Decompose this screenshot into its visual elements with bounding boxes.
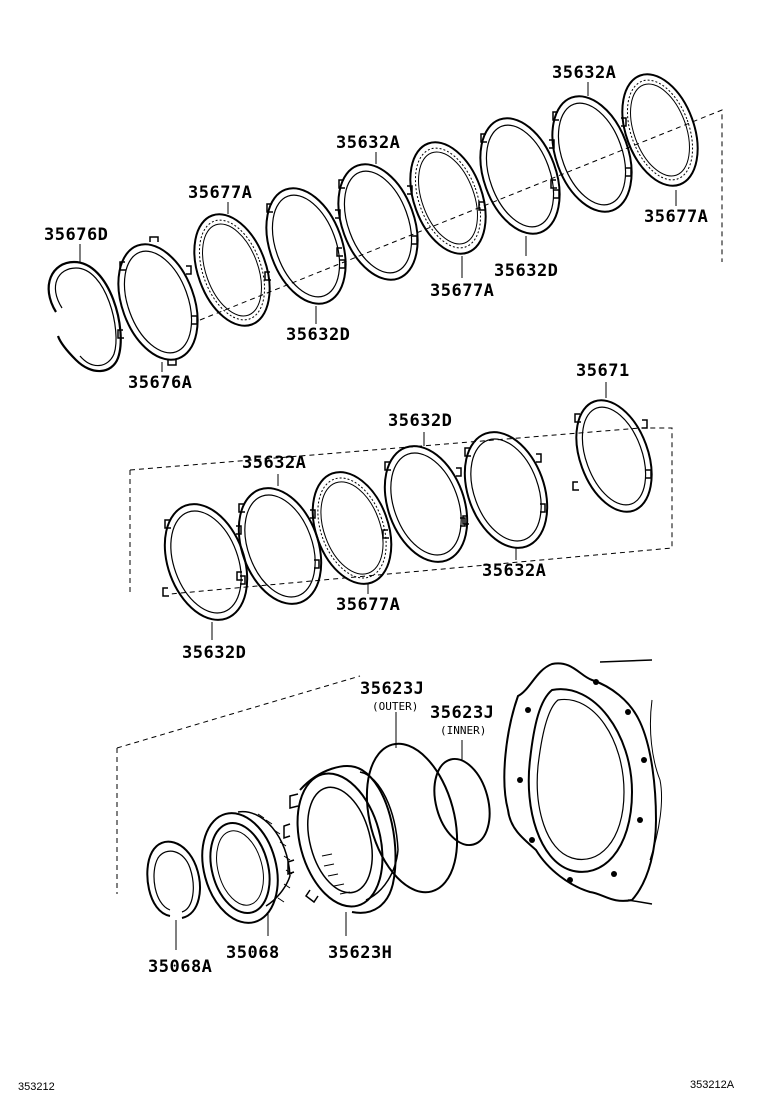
part-label-35676D: 35676D xyxy=(44,225,108,245)
part-label-35676A: 35676A xyxy=(128,373,192,393)
part-label-35068A: 35068A xyxy=(148,957,212,977)
o-ring-outer-35623J[interactable] xyxy=(352,734,472,903)
snap-ring-35068A[interactable] xyxy=(146,840,201,919)
part-label-35677A: 35677A xyxy=(336,595,400,615)
part-label-35677A: 35677A xyxy=(188,183,252,203)
group-outline-top xyxy=(199,109,723,321)
plate-35632A-2[interactable] xyxy=(538,85,647,222)
figure-code-right: 353212A xyxy=(690,1079,735,1091)
plate-35632D-2[interactable] xyxy=(466,107,575,244)
leader-lines-top xyxy=(79,82,677,372)
plate-35676A[interactable] xyxy=(104,233,213,370)
sleeve-35623H[interactable] xyxy=(283,764,399,916)
o-ring-inner-35623J[interactable] xyxy=(425,753,498,851)
part-note-outer: (OUTER) xyxy=(372,700,418,713)
disc-35677A-4[interactable] xyxy=(298,461,405,595)
part-label-35623J-inner: 35623J xyxy=(430,703,494,723)
piston-35068[interactable] xyxy=(191,805,293,932)
part-label-35623H: 35623H xyxy=(328,943,392,963)
plate-35632D-4[interactable] xyxy=(370,435,482,574)
part-label-35068: 35068 xyxy=(226,943,280,963)
transmission-case xyxy=(503,659,662,905)
part-label-35632D: 35632D xyxy=(182,643,246,663)
part-label-35671: 35671 xyxy=(576,361,630,381)
snap-ring-35676D[interactable] xyxy=(47,260,122,373)
plate-35632A[interactable] xyxy=(324,153,433,290)
plate-35632A-4[interactable] xyxy=(450,421,562,560)
part-label-35632D: 35632D xyxy=(494,261,558,281)
part-label-35632A: 35632A xyxy=(336,133,400,153)
part-label-35632A: 35632A xyxy=(242,453,306,473)
part-label-35632A: 35632A xyxy=(552,63,616,83)
part-label-35632D: 35632D xyxy=(388,411,452,431)
part-label-35632D: 35632D xyxy=(286,325,350,345)
plate-35671[interactable] xyxy=(562,390,666,522)
disc-35677A-3[interactable] xyxy=(608,64,712,196)
part-label-35623J-outer: 35623J xyxy=(360,679,424,699)
group-outline-middle xyxy=(129,427,673,595)
leader-lines-middle xyxy=(211,382,607,640)
figure-code-left: 353212 xyxy=(18,1081,55,1093)
disc-35677A[interactable] xyxy=(180,204,284,336)
leader-lines-bottom xyxy=(175,712,463,950)
part-label-35677A: 35677A xyxy=(430,281,494,301)
part-note-inner: (INNER) xyxy=(440,724,486,737)
group-outline-bottom xyxy=(116,675,361,894)
part-label-35677A: 35677A xyxy=(644,207,708,227)
disc-35677A-2[interactable] xyxy=(396,132,500,264)
plate-35632D[interactable] xyxy=(252,177,361,314)
part-label-35632A: 35632A xyxy=(482,561,546,581)
